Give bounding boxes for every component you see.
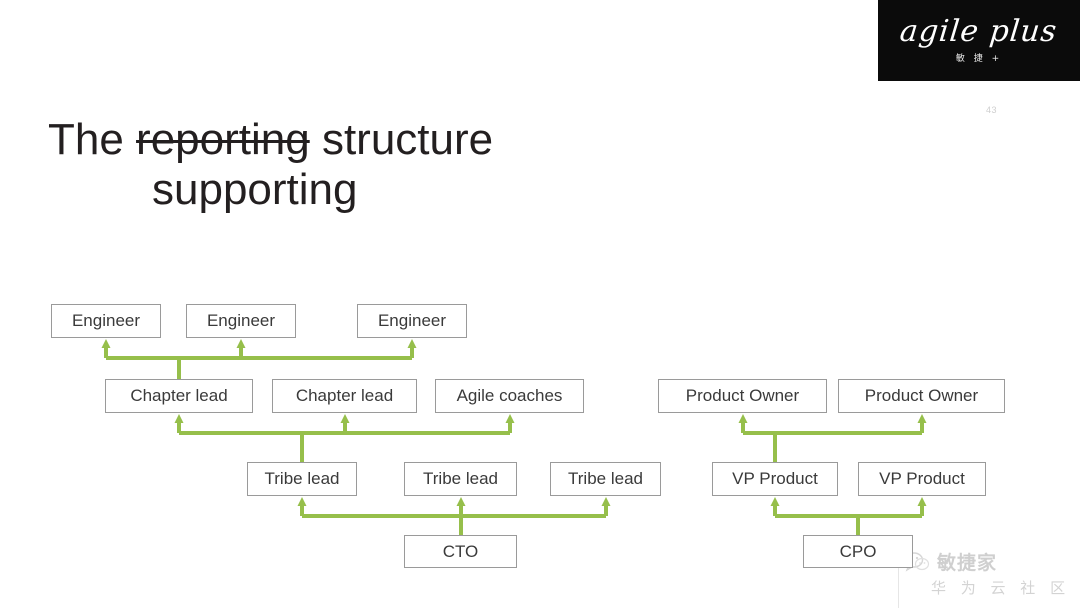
org-node-eng3: Engineer bbox=[357, 304, 467, 338]
org-node-tl3: Tribe lead bbox=[550, 462, 661, 496]
org-node-cpo: CPO bbox=[803, 535, 913, 568]
watermark-title: 敏捷家 bbox=[937, 552, 998, 574]
org-node-tl2: Tribe lead bbox=[404, 462, 517, 496]
watermark-divider bbox=[898, 548, 899, 608]
watermark: 敏捷家 华 为 云 社 区 bbox=[905, 548, 1080, 608]
title-struck-word: reporting bbox=[136, 115, 310, 164]
org-node-ch1: Chapter lead bbox=[105, 379, 253, 413]
org-node-vp1: VP Product bbox=[712, 462, 838, 496]
org-node-ac1: Agile coaches bbox=[435, 379, 584, 413]
org-node-po2: Product Owner bbox=[838, 379, 1005, 413]
org-node-vp2: VP Product bbox=[858, 462, 986, 496]
title-line-1: The reporting structure bbox=[48, 118, 668, 162]
title-line-2: supporting bbox=[152, 165, 358, 214]
page-title: The reporting structure supporting bbox=[48, 118, 668, 212]
agile-plus-logo: agile plus 敏 捷 + bbox=[878, 0, 1080, 81]
logo-wordmark-cn: 敏 捷 + bbox=[955, 54, 1003, 64]
title-prefix: The bbox=[48, 115, 137, 164]
org-node-eng2: Engineer bbox=[186, 304, 296, 338]
org-node-po1: Product Owner bbox=[658, 379, 827, 413]
title-suffix: structure bbox=[309, 115, 494, 164]
org-node-tl1: Tribe lead bbox=[247, 462, 357, 496]
org-node-ch2: Chapter lead bbox=[272, 379, 417, 413]
watermark-subtitle: 华 为 云 社 区 bbox=[931, 579, 1071, 597]
org-node-eng1: Engineer bbox=[51, 304, 161, 338]
page-number: 43 bbox=[986, 105, 998, 115]
org-node-cto: CTO bbox=[404, 535, 517, 568]
